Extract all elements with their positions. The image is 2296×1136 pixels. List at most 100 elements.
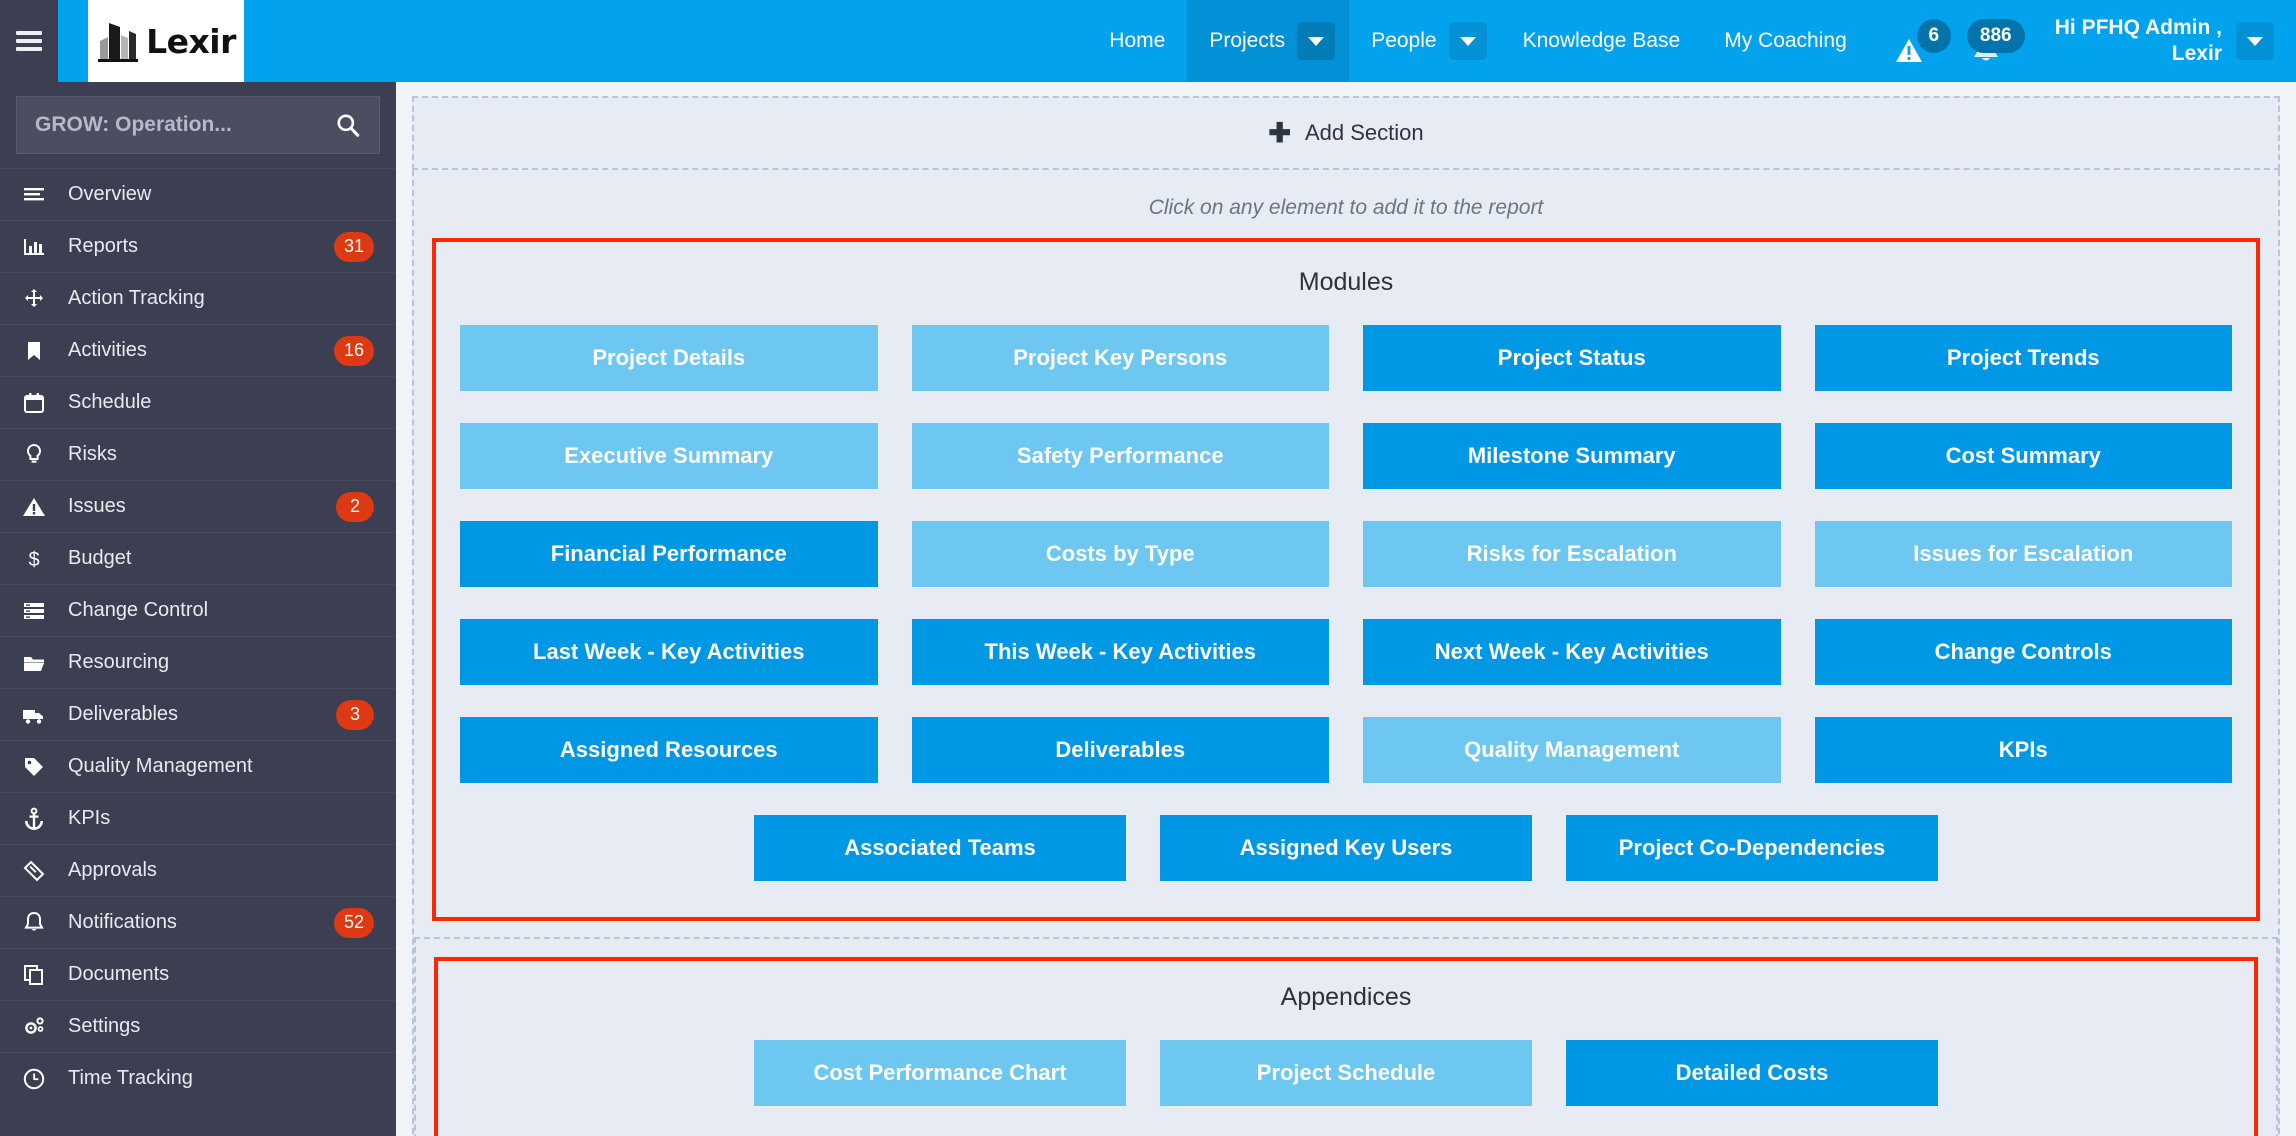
anchor-icon (22, 807, 68, 831)
bell-icon (24, 911, 44, 931)
bookmark-icon (22, 339, 68, 363)
hamburger-icon (16, 27, 42, 55)
sidebar-item-label: Notifications (68, 911, 177, 933)
module-tile-issues-for-escalation[interactable]: Issues for Escalation (1814, 521, 2232, 587)
user-menu[interactable]: Hi PFHQ Admin , Lexir (2044, 0, 2296, 82)
sidebar-item-risks[interactable]: Risks (0, 428, 396, 480)
nav-item-people-label: People (1371, 29, 1437, 52)
report-builder-section: Click on any element to add it to the re… (412, 170, 2280, 1136)
notifications-button[interactable]: 886 (1966, 17, 2025, 65)
sidebar-item-kpis[interactable]: KPIs (0, 792, 396, 844)
project-search-value: GROW: Operation... (35, 113, 232, 136)
alerts-count-badge: 6 (1916, 19, 1951, 53)
module-tile-project-status[interactable]: Project Status (1363, 325, 1781, 391)
module-tile-assigned-resources[interactable]: Assigned Resources (460, 717, 878, 783)
sidebar-item-time-tracking[interactable]: Time Tracking (0, 1052, 396, 1104)
add-section-button[interactable]: ✚ Add Section (412, 96, 2280, 170)
top-bar: Lexir Home Projects People Knowledge Bas… (0, 0, 2296, 82)
sidebar-item-label: Reports (68, 235, 139, 257)
search-icon[interactable] (335, 112, 361, 138)
hamburger-menu-button[interactable] (0, 0, 58, 82)
nav-item-people[interactable]: People (1349, 0, 1500, 82)
move-icon (25, 288, 43, 307)
module-tile-last-week-key-activities[interactable]: Last Week - Key Activities (460, 619, 878, 685)
sidebar-item-label: Change Control (68, 599, 209, 621)
people-chevron-down-icon[interactable] (1448, 22, 1487, 60)
module-tile-associated-teams[interactable]: Associated Teams (754, 815, 1126, 881)
project-search-input[interactable]: GROW: Operation... (16, 96, 380, 154)
sidebar-item-action-tracking[interactable]: Action Tracking (0, 272, 396, 324)
sidebar-item-label: Risks (68, 443, 117, 465)
appendix-tile-project-schedule[interactable]: Project Schedule (1160, 1040, 1532, 1106)
bar-chart-icon (22, 235, 68, 259)
add-section-label: Add Section (1304, 120, 1424, 145)
clock-icon (22, 1067, 68, 1091)
module-tile-kpis[interactable]: KPIs (1814, 717, 2232, 783)
nav-item-projects[interactable]: Projects (1187, 0, 1350, 82)
appendices-grid: Cost Performance Chart Project Schedule De… (462, 1040, 2230, 1106)
sidebar-item-label: Approvals (68, 859, 157, 881)
sidebar-item-overview[interactable]: Overview (0, 168, 396, 220)
brand-logo[interactable]: Lexir (58, 0, 244, 82)
copy-icon (24, 964, 43, 985)
module-tile-project-key-persons[interactable]: Project Key Persons (911, 325, 1329, 391)
sidebar-item-settings[interactable]: Settings (0, 1000, 396, 1052)
nav-item-home[interactable]: Home (1109, 29, 1166, 52)
module-tile-financial-performance[interactable]: Financial Performance (460, 521, 878, 587)
projects-chevron-down-icon[interactable] (1297, 22, 1336, 60)
sidebar-search-row: GROW: Operation... (0, 82, 396, 168)
module-tile-project-co-dependencies[interactable]: Project Co-Dependencies (1566, 815, 1938, 881)
modules-last-row: Associated Teams Assigned Key Users Projec… (460, 815, 2232, 881)
sidebar-item-schedule[interactable]: Schedule (0, 376, 396, 428)
plus-icon: ✚ (1268, 117, 1291, 148)
module-tile-safety-performance[interactable]: Safety Performance (911, 423, 1329, 489)
sidebar-item-change-control[interactable]: Change Control (0, 584, 396, 636)
module-tile-this-week-key-activities[interactable]: This Week - Key Activities (911, 619, 1329, 685)
sidebar-item-label: KPIs (68, 807, 111, 829)
module-tile-costs-by-type[interactable]: Costs by Type (911, 521, 1329, 587)
sidebar-item-issues[interactable]: Issues 2 (0, 480, 396, 532)
truck-icon (22, 703, 68, 727)
gears-icon (25, 1016, 44, 1034)
alerts-button[interactable]: 6 (1895, 17, 1951, 65)
module-tile-cost-summary[interactable]: Cost Summary (1814, 423, 2232, 489)
module-tile-project-trends[interactable]: Project Trends (1814, 325, 2232, 391)
sidebar-item-budget[interactable]: $Budget (0, 532, 396, 584)
nav-item-knowledge-base[interactable]: Knowledge Base (1522, 29, 1681, 52)
appendix-tile-cost-performance-chart[interactable]: Cost Performance Chart (754, 1040, 1126, 1106)
sidebar-item-badge: 2 (336, 491, 374, 522)
sidebar-item-label: Issues (68, 495, 126, 517)
sidebar-item-approvals[interactable]: Approvals (0, 844, 396, 896)
module-tile-risks-for-escalation[interactable]: Risks for Escalation (1363, 521, 1781, 587)
nav-item-my-coaching[interactable]: My Coaching (1724, 29, 1847, 52)
module-tile-milestone-summary[interactable]: Milestone Summary (1363, 423, 1781, 489)
topbar-badges: 6 886 (1869, 0, 2045, 82)
sidebar-item-documents[interactable]: Documents (0, 948, 396, 1000)
warning-triangle-icon (23, 497, 45, 516)
dollar-icon: $ (28, 549, 39, 571)
appendices-title: Appendices (1280, 983, 1412, 1011)
sidebar-item-label: Schedule (68, 391, 152, 413)
module-tile-change-controls[interactable]: Change Controls (1814, 619, 2232, 685)
appendix-tile-detailed-costs[interactable]: Detailed Costs (1566, 1040, 1938, 1106)
user-chevron-down-icon[interactable] (2236, 22, 2274, 60)
sidebar-item-resourcing[interactable]: Resourcing (0, 636, 396, 688)
module-tile-executive-summary[interactable]: Executive Summary (460, 423, 878, 489)
module-tile-deliverables[interactable]: Deliverables (911, 717, 1329, 783)
sidebar-item-label: Action Tracking (68, 287, 205, 309)
module-tile-assigned-key-users[interactable]: Assigned Key Users (1160, 815, 1532, 881)
sidebar-item-label: Time Tracking (68, 1067, 193, 1089)
module-tile-quality-management[interactable]: Quality Management (1363, 717, 1781, 783)
module-tile-next-week-key-activities[interactable]: Next Week - Key Activities (1363, 619, 1781, 685)
sidebar-item-quality-management[interactable]: Quality Management (0, 740, 396, 792)
calendar-icon (22, 391, 68, 415)
bar-chart-icon (24, 238, 44, 255)
bookmark-icon (28, 341, 40, 360)
module-tile-project-details[interactable]: Project Details (460, 325, 878, 391)
